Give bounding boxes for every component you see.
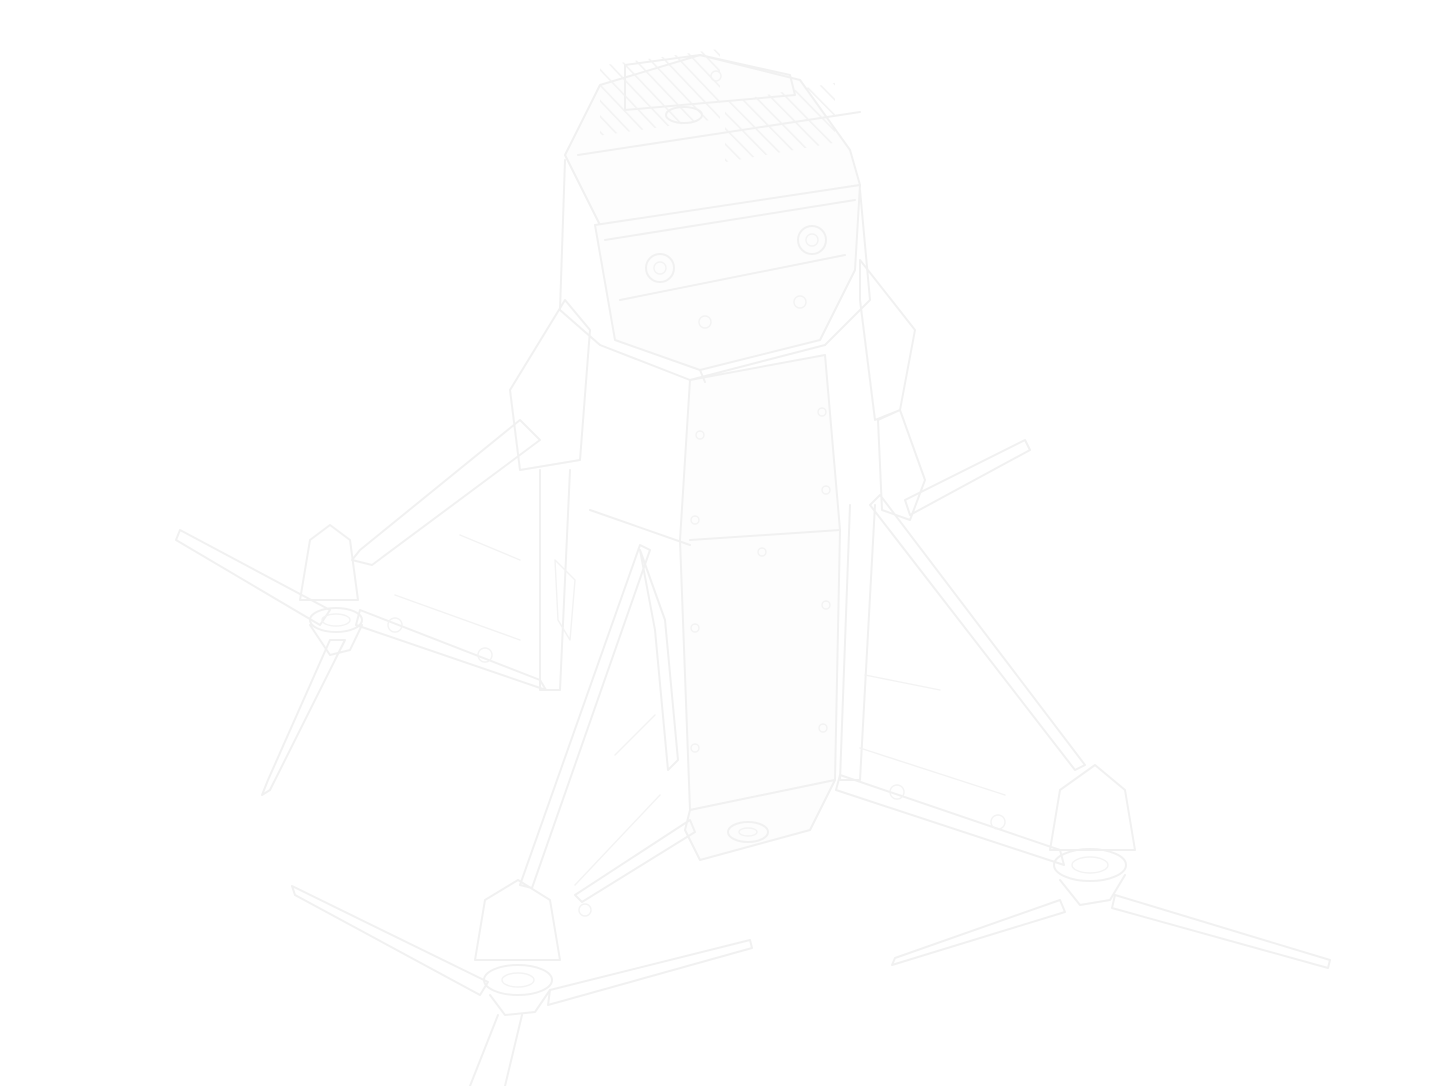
arm-front-left (519, 544, 696, 917)
drone-body-head (564, 48, 861, 226)
landing-leg-left (509, 299, 591, 691)
drone-body-face (594, 184, 861, 371)
propeller-front-right (891, 764, 1331, 969)
arm-front-right (835, 494, 1086, 866)
arm-rear-right (904, 439, 1031, 516)
propeller-rear-left (175, 524, 363, 796)
propeller-front-left (291, 879, 753, 1086)
drone-body-base (684, 779, 836, 861)
arm-front-left-rail (355, 594, 547, 691)
arm-rear-left (351, 419, 541, 566)
landing-leg-right (839, 259, 926, 781)
